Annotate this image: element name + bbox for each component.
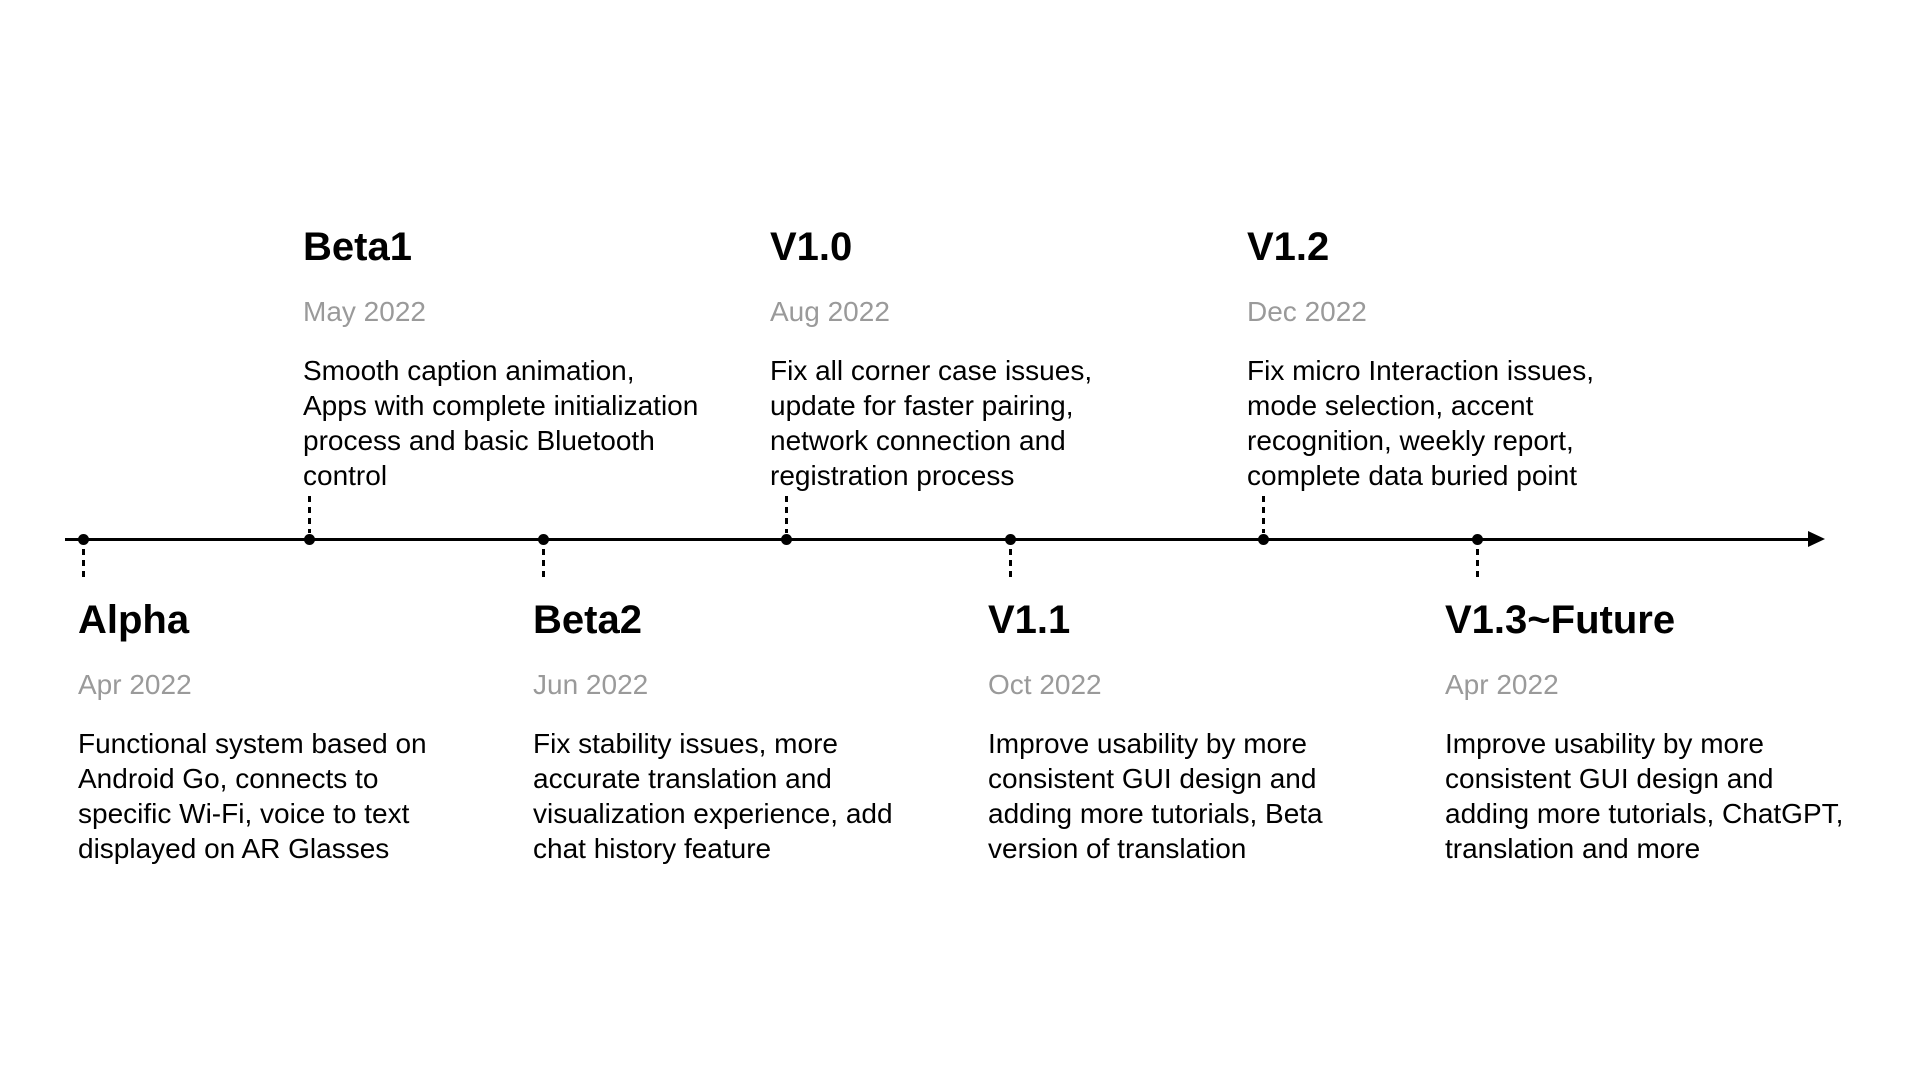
milestone-title: V1.3~Future <box>1445 598 1676 642</box>
timeline-dot <box>781 534 792 545</box>
timeline-dot <box>1258 534 1269 545</box>
dashed-connector <box>785 496 788 533</box>
timeline-dot <box>1472 534 1483 545</box>
timeline-axis-line <box>65 538 1815 541</box>
milestone-date: Apr 2022 <box>1445 669 1559 700</box>
timeline-dot <box>78 534 89 545</box>
milestone-title: V1.1 <box>988 598 1071 642</box>
dashed-connector <box>542 549 545 582</box>
milestone-description: Improve usability by more consistent GUI… <box>988 728 1323 864</box>
milestone-title: Alpha <box>78 598 190 642</box>
milestone-block: V1.0 Aug 2022 Fix all corner case issues… <box>770 225 1210 493</box>
milestone-date: Aug 2022 <box>770 296 890 327</box>
timeline-dot <box>1005 534 1016 545</box>
dashed-connector <box>1009 549 1012 582</box>
milestone-block: V1.3~Future Apr 2022 Improve usability b… <box>1445 598 1885 866</box>
arrow-right-icon <box>1808 531 1825 547</box>
milestone-title: Beta2 <box>533 598 642 642</box>
milestone-description: Smooth caption animation, Apps with comp… <box>303 355 699 491</box>
dashed-connector <box>82 549 85 582</box>
milestone-block: Beta2 Jun 2022 Fix stability issues, mor… <box>533 598 973 866</box>
milestone-block: Alpha Apr 2022 Functional system based o… <box>78 598 518 866</box>
milestone-block: V1.1 Oct 2022 Improve usability by more … <box>988 598 1428 866</box>
milestone-date: Oct 2022 <box>988 669 1102 700</box>
milestone-description: Fix micro Interaction issues, mode selec… <box>1247 355 1594 491</box>
milestone-description: Functional system based on Android Go, c… <box>78 728 427 864</box>
milestone-description: Improve usability by more consistent GUI… <box>1445 728 1844 864</box>
milestone-title: Beta1 <box>303 225 412 269</box>
dashed-connector <box>1476 549 1479 582</box>
dashed-connector <box>308 496 311 533</box>
timeline-dot <box>304 534 315 545</box>
milestone-description: Fix all corner case issues, update for f… <box>770 355 1093 491</box>
milestone-date: Jun 2022 <box>533 669 649 700</box>
milestone-title: V1.2 <box>1247 225 1330 269</box>
milestone-block: V1.2 Dec 2022 Fix micro Interaction issu… <box>1247 225 1687 493</box>
milestone-description: Fix stability issues, more accurate tran… <box>533 728 893 864</box>
milestone-block: Beta1 May 2022 Smooth caption animation,… <box>303 225 743 493</box>
milestone-title: V1.0 <box>770 225 853 269</box>
dashed-connector <box>1262 496 1265 533</box>
milestone-date: Apr 2022 <box>78 669 192 700</box>
timeline-dot <box>538 534 549 545</box>
milestone-date: May 2022 <box>303 296 426 327</box>
milestone-date: Dec 2022 <box>1247 296 1367 327</box>
